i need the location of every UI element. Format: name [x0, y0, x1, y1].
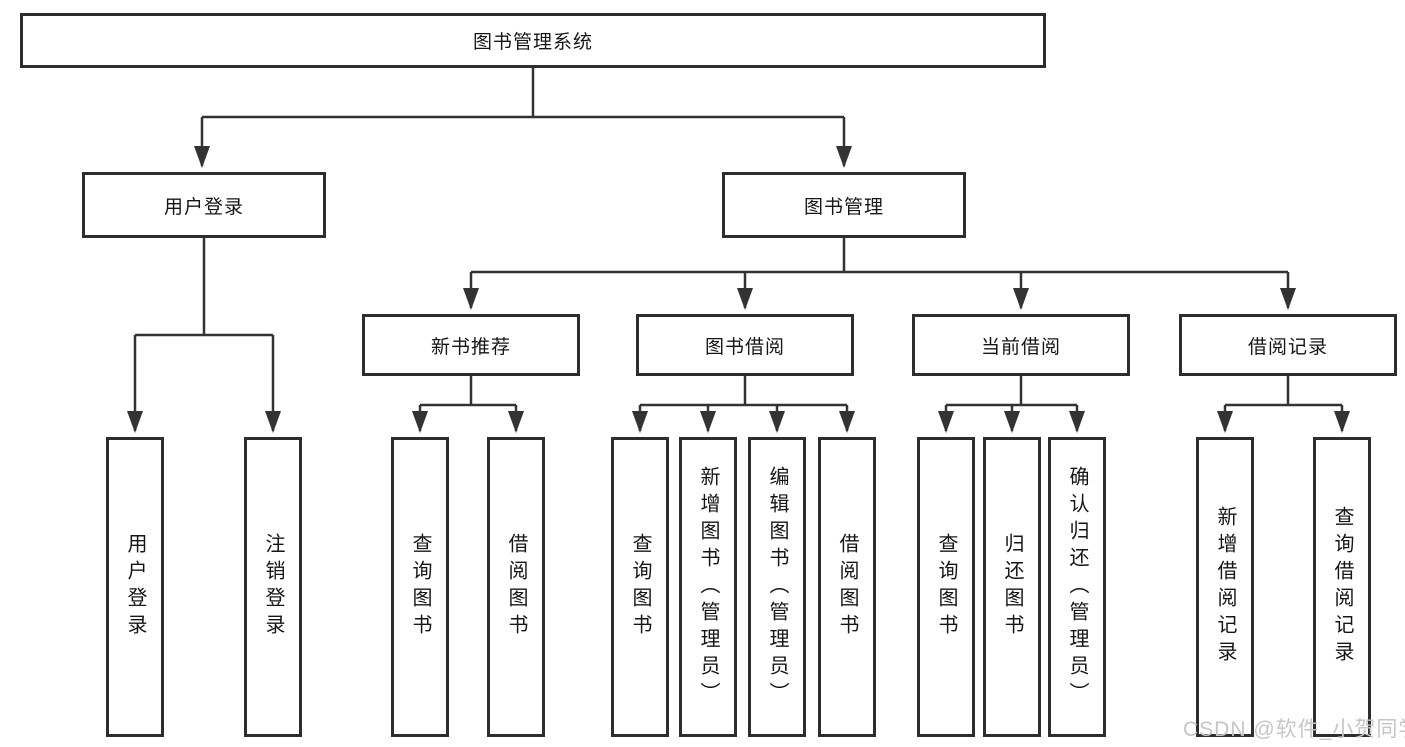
node-leaf-borrow-book-2: 借阅图书	[818, 437, 876, 737]
node-label: 借阅图书	[505, 533, 527, 641]
node-label: 用户登录	[124, 533, 146, 641]
node-leaf-edit-book-admin: 编辑图书（管理员）	[748, 437, 806, 737]
node-leaf-confirm-return-admin: 确认归还（管理员）	[1048, 437, 1106, 737]
node-label: 确认归还（管理员）	[1066, 465, 1088, 709]
node-label: 新增图书（管理员）	[697, 465, 719, 709]
node-library-management-system: 图书管理系统	[20, 13, 1046, 68]
node-label: 归还图书	[1001, 533, 1023, 641]
node-label: 查询图书	[629, 533, 651, 641]
node-leaf-borrow-book-1: 借阅图书	[487, 437, 545, 737]
node-current-borrow: 当前借阅	[912, 314, 1130, 376]
node-leaf-logout: 注销登录	[244, 437, 302, 737]
node-leaf-query-book-2: 查询图书	[611, 437, 669, 737]
node-label: 注销登录	[262, 533, 284, 641]
node-label: 新增借阅记录	[1214, 506, 1236, 668]
node-book-borrow: 图书借阅	[636, 314, 854, 376]
node-label: 查询借阅记录	[1331, 506, 1353, 668]
node-label: 查询图书	[935, 533, 957, 641]
csdn-watermark: CSDN @软件_小贺同学	[1183, 718, 1405, 741]
node-user-login: 用户登录	[82, 172, 326, 238]
node-leaf-query-book-3: 查询图书	[917, 437, 975, 737]
node-leaf-add-book-admin: 新增图书（管理员）	[679, 437, 737, 737]
node-leaf-query-book-1: 查询图书	[391, 437, 449, 737]
node-leaf-user-login: 用户登录	[106, 437, 164, 737]
node-leaf-query-borrow-record: 查询借阅记录	[1313, 437, 1371, 737]
node-new-book-recommend: 新书推荐	[362, 314, 580, 376]
node-borrow-record: 借阅记录	[1179, 314, 1397, 376]
node-book-management: 图书管理	[722, 172, 966, 238]
node-leaf-return-book: 归还图书	[983, 437, 1041, 737]
node-leaf-add-borrow-record: 新增借阅记录	[1196, 437, 1254, 737]
node-label: 借阅图书	[836, 533, 858, 641]
node-label: 查询图书	[409, 533, 431, 641]
node-label: 编辑图书（管理员）	[766, 465, 788, 709]
